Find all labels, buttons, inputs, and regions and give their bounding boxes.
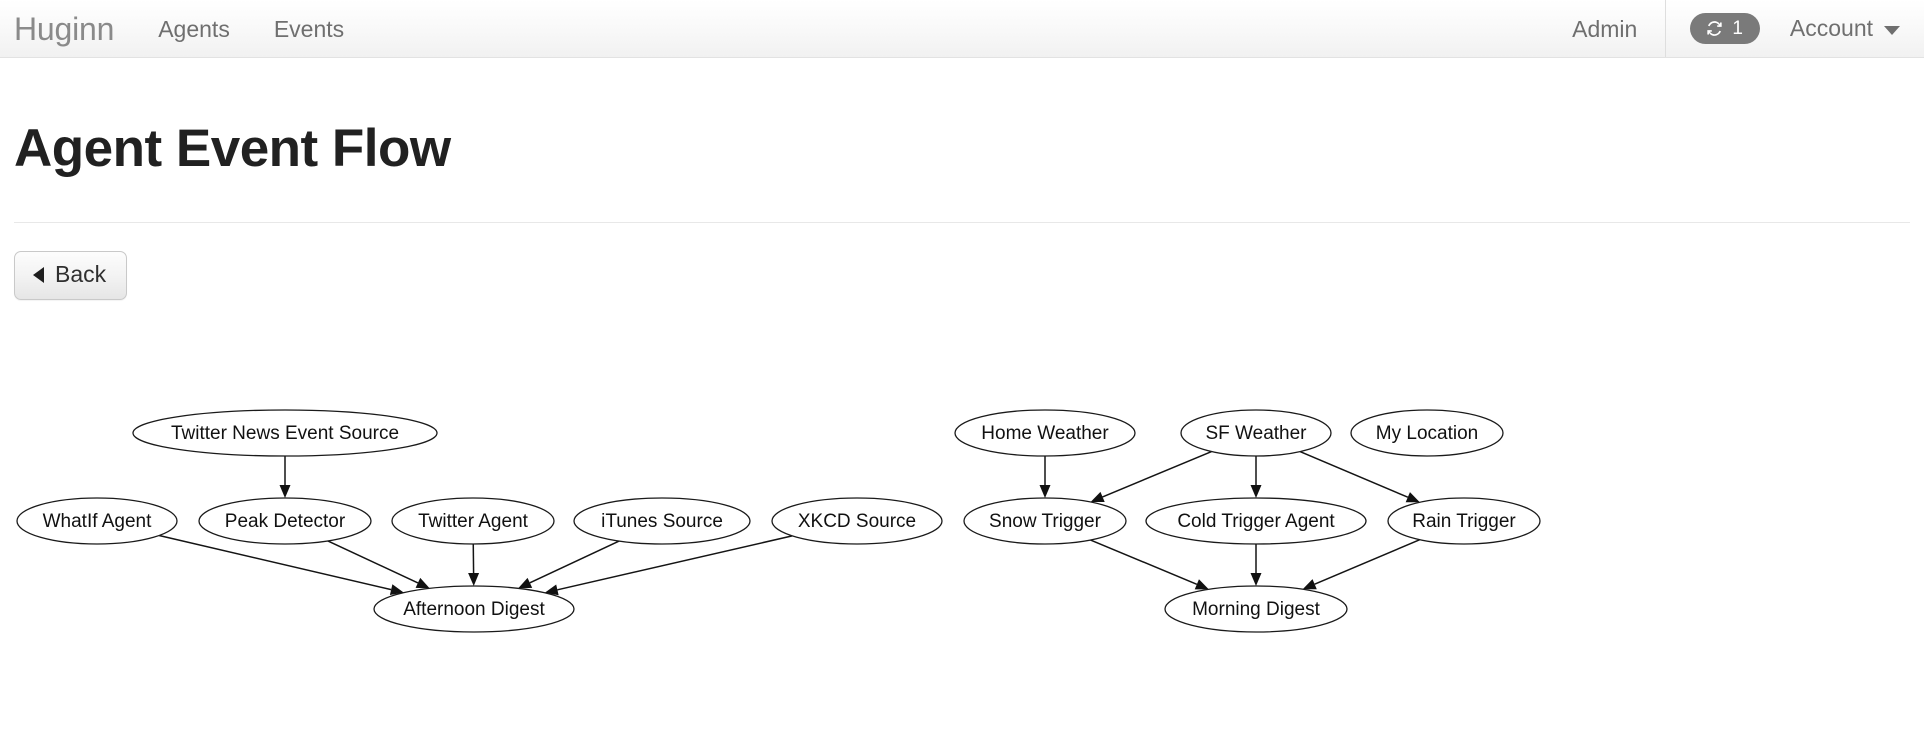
arrowhead-sf_weather-to-cold_trigger_agent bbox=[1250, 485, 1262, 498]
chevron-left-icon bbox=[33, 266, 44, 283]
edge-peak_detector-to-afternoon_digest bbox=[327, 540, 419, 584]
graph-node-twitter_news_event_source[interactable]: Twitter News Event Source bbox=[132, 409, 438, 457]
node-ellipse bbox=[954, 409, 1136, 457]
arrowhead-peak_detector-to-afternoon_digest bbox=[415, 577, 430, 589]
node-ellipse bbox=[16, 497, 178, 545]
node-label: SF Weather bbox=[1205, 423, 1307, 444]
node-ellipse bbox=[1145, 497, 1367, 545]
worker-status-badge[interactable]: 1 bbox=[1690, 13, 1760, 44]
edge-sf_weather-to-rain_trigger bbox=[1299, 450, 1409, 498]
arrowhead-sf_weather-to-rain_trigger bbox=[1405, 492, 1420, 503]
graph-node-twitter_agent[interactable]: Twitter Agent bbox=[391, 497, 555, 545]
node-label: iTunes Source bbox=[601, 511, 723, 532]
page-title: Agent Event Flow bbox=[14, 119, 451, 178]
graph-node-whatif_agent[interactable]: WhatIf Agent bbox=[16, 497, 178, 545]
sync-icon bbox=[1704, 18, 1725, 39]
nav-link-admin[interactable]: Admin bbox=[1572, 16, 1638, 42]
nav-link-agents[interactable]: Agents bbox=[158, 15, 230, 42]
node-ellipse bbox=[573, 497, 751, 545]
graph-node-my_location[interactable]: My Location bbox=[1350, 409, 1504, 457]
node-ellipse bbox=[132, 409, 438, 457]
edge-itunes_source-to-afternoon_digest bbox=[529, 540, 620, 584]
edge-rain_trigger-to-morning_digest bbox=[1314, 539, 1421, 585]
navbar-divider bbox=[1665, 0, 1667, 57]
node-ellipse bbox=[1350, 409, 1504, 457]
node-ellipse bbox=[198, 497, 372, 545]
node-ellipse bbox=[391, 497, 555, 545]
graph-node-itunes_source[interactable]: iTunes Source bbox=[573, 497, 751, 545]
arrowhead-snow_trigger-to-morning_digest bbox=[1194, 579, 1209, 590]
arrowhead-itunes_source-to-afternoon_digest bbox=[518, 577, 533, 589]
chevron-down-icon bbox=[1884, 25, 1900, 35]
arrowhead-sf_weather-to-snow_trigger bbox=[1090, 491, 1105, 503]
arrowhead-xkcd_source-to-afternoon_digest bbox=[544, 584, 559, 596]
graph-node-cold_trigger_agent[interactable]: Cold Trigger Agent bbox=[1145, 497, 1367, 545]
navbar: Huginn Agents Events Admin 1 Account bbox=[0, 0, 1924, 58]
node-label: XKCD Source bbox=[798, 511, 916, 532]
brand-logo[interactable]: Huginn bbox=[14, 10, 115, 47]
nav-link-events[interactable]: Events bbox=[273, 15, 345, 42]
node-ellipse bbox=[1180, 409, 1332, 457]
arrowhead-home_weather-to-snow_trigger bbox=[1039, 485, 1051, 498]
back-button-label: Back bbox=[55, 261, 107, 288]
graph-node-rain_trigger[interactable]: Rain Trigger bbox=[1387, 497, 1541, 545]
node-label: Morning Digest bbox=[1192, 599, 1320, 620]
graph-node-sf_weather[interactable]: SF Weather bbox=[1180, 409, 1332, 457]
node-label: Rain Trigger bbox=[1412, 511, 1516, 532]
node-label: Snow Trigger bbox=[989, 511, 1102, 532]
arrowhead-cold_trigger_agent-to-morning_digest bbox=[1250, 573, 1262, 586]
node-ellipse bbox=[373, 585, 575, 633]
node-label: WhatIf Agent bbox=[43, 511, 153, 532]
graph-node-peak_detector[interactable]: Peak Detector bbox=[198, 497, 372, 545]
worker-count: 1 bbox=[1732, 18, 1743, 39]
edge-snow_trigger-to-morning_digest bbox=[1090, 539, 1198, 586]
back-button[interactable]: Back bbox=[14, 251, 128, 300]
arrowhead-twitter_agent-to-afternoon_digest bbox=[468, 572, 480, 586]
edge-sf_weather-to-snow_trigger bbox=[1102, 450, 1212, 498]
graph-node-morning_digest[interactable]: Morning Digest bbox=[1164, 585, 1348, 633]
account-label: Account bbox=[1789, 15, 1873, 41]
arrowhead-rain_trigger-to-morning_digest bbox=[1302, 579, 1317, 590]
page-content: Agent Event Flow Back Twitter News Event… bbox=[0, 58, 1924, 633]
arrowhead-whatif_agent-to-afternoon_digest bbox=[389, 584, 404, 596]
node-label: Peak Detector bbox=[225, 511, 346, 532]
graph-node-xkcd_source[interactable]: XKCD Source bbox=[771, 497, 943, 545]
account-menu[interactable]: Account bbox=[1778, 0, 1924, 57]
edge-whatif_agent-to-afternoon_digest bbox=[158, 534, 392, 591]
edges-layer bbox=[158, 450, 1421, 596]
navbar-left-group: Huginn Agents Events bbox=[0, 0, 366, 57]
node-label: Afternoon Digest bbox=[403, 599, 545, 620]
node-ellipse bbox=[771, 497, 943, 545]
graph-node-snow_trigger[interactable]: Snow Trigger bbox=[963, 497, 1127, 545]
graph-node-home_weather[interactable]: Home Weather bbox=[954, 409, 1136, 457]
node-ellipse bbox=[1164, 585, 1348, 633]
node-ellipse bbox=[1387, 497, 1541, 545]
node-label: Twitter News Event Source bbox=[171, 423, 399, 444]
worker-status-wrap: 1 bbox=[1672, 0, 1778, 57]
node-label: Home Weather bbox=[981, 423, 1109, 444]
graph-node-afternoon_digest[interactable]: Afternoon Digest bbox=[373, 585, 575, 633]
title-divider bbox=[14, 222, 1910, 224]
node-label: Cold Trigger Agent bbox=[1177, 511, 1335, 532]
edge-xkcd_source-to-afternoon_digest bbox=[557, 535, 793, 591]
node-label: My Location bbox=[1376, 423, 1478, 444]
navbar-right-group: Admin 1 Account bbox=[1550, 0, 1924, 57]
node-ellipse bbox=[963, 497, 1127, 545]
node-label: Twitter Agent bbox=[418, 511, 529, 532]
arrowhead-twitter_news_event_source-to-peak_detector bbox=[279, 485, 291, 498]
